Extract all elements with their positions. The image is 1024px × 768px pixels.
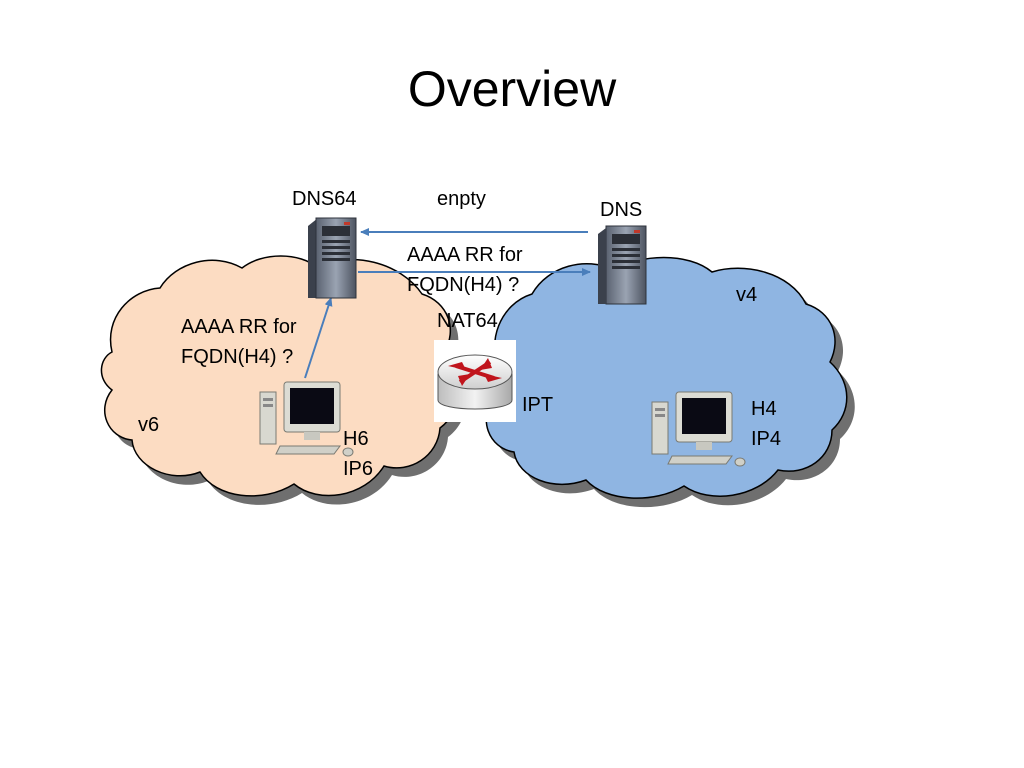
h6-name-label: H6 [343,428,369,450]
dns-query-label-line1: AAAA RR for [407,244,523,266]
h4-ip-label: IP4 [751,428,782,450]
slide-title: Overview [407,61,617,117]
dns-label: DNS [600,199,643,221]
nat64-router-icon [434,340,516,422]
h6-ip-label: IP6 [343,458,374,480]
h6-computer-icon [259,381,354,457]
v4-cloud-label: v4 [736,284,758,306]
v6-cloud-label: v6 [138,414,160,436]
h4-computer-icon [651,391,746,467]
h6-query-label-line1: AAAA RR for [181,316,297,338]
dns64-server-icon [308,217,357,299]
h6-query-label-line2: FQDN(H4) ? [181,346,294,368]
nat64-label: NAT64 [437,310,498,332]
v4-cloud [485,256,855,508]
h4-name-label: H4 [751,398,777,420]
dns-server-icon [598,225,647,305]
ipt-label: IPT [522,394,554,416]
dns-query-label-line2: FQDN(H4) ? [407,274,520,296]
h6-query-arrow [304,297,333,379]
dns64-label: DNS64 [292,188,357,210]
dns-response-label: enpty [437,188,486,210]
